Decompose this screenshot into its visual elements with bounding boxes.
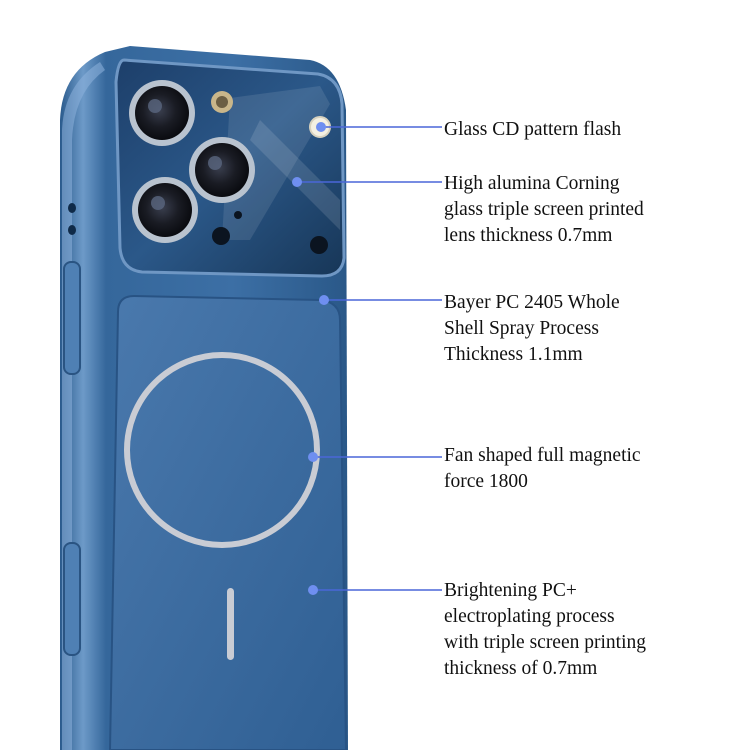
callout-glass: High alumina Corning glass triple screen…	[444, 173, 644, 246]
lens-right	[189, 137, 255, 203]
callout-magnetic: Fan shaped full magnetic force 1800	[444, 445, 641, 492]
callout-flash: Glass CD pattern flash	[444, 119, 622, 140]
callout-dot-1	[316, 122, 326, 132]
side-button-upper	[63, 261, 81, 375]
callout-plating: Brightening PC+ electroplating process w…	[444, 580, 646, 679]
callout-dot-2	[292, 177, 302, 187]
mic-hole-1	[68, 203, 76, 213]
lens-bottom-left	[132, 177, 198, 243]
magnetic-alignment-bar	[227, 588, 234, 660]
glass-reflection-1	[222, 86, 330, 240]
mic-dot-camera	[310, 236, 328, 254]
glass-reflection-2	[250, 120, 340, 230]
tiny-dot	[234, 211, 242, 219]
magnetic-ring	[124, 352, 320, 548]
side-button-lower	[63, 542, 81, 656]
lidar-dot	[212, 227, 230, 245]
back-panel	[108, 294, 348, 751]
case-edge-highlight	[62, 62, 105, 750]
callout-dot-5	[308, 585, 318, 595]
sensor-top-inner	[216, 96, 228, 108]
callout-dot-3	[319, 295, 329, 305]
lens-top-left	[129, 80, 195, 146]
mic-hole-2	[68, 225, 76, 235]
callout-shell: Bayer PC 2405 Whole Shell Spray Process …	[444, 292, 620, 365]
callout-dot-4	[308, 452, 318, 462]
